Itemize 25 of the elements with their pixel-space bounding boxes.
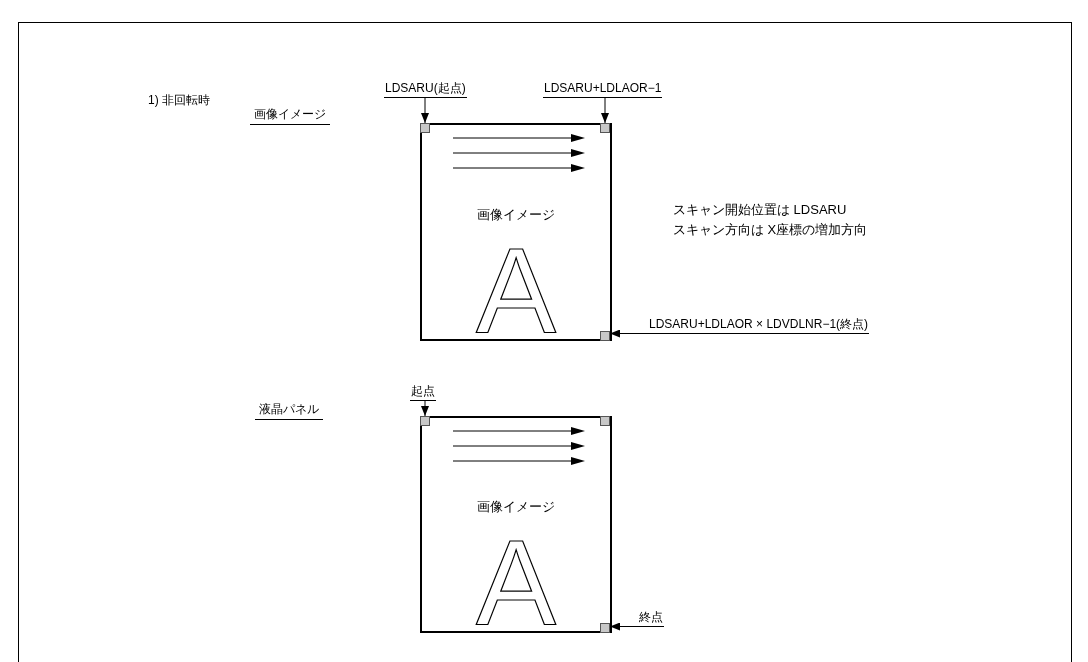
note-text: スキャン方向は X座標の増加方向 <box>673 222 868 237</box>
callout-label: LDSARU(起点) <box>384 81 467 98</box>
view-label: 液晶パネル <box>255 402 323 420</box>
view-label: 画像イメージ <box>250 107 330 125</box>
callout-label: LDSARU+LDLAOR−1 <box>543 81 663 98</box>
corner-marker <box>600 123 610 133</box>
corner-marker <box>600 331 610 341</box>
corner-marker <box>600 623 610 633</box>
corner-marker <box>420 416 430 426</box>
leader-arrow <box>421 97 429 124</box>
callout-label: 終点 <box>638 610 664 627</box>
image-caption: 画像イメージ <box>476 205 556 224</box>
leader-arrow <box>421 400 429 417</box>
image-frame <box>420 416 612 633</box>
corner-marker <box>420 123 430 133</box>
outlined-letter: A <box>476 522 556 643</box>
corner-marker <box>600 416 610 426</box>
section-heading: 1) 非回転時 <box>148 93 210 108</box>
note-text: スキャン開始位置は LDSARU <box>673 202 847 217</box>
image-frame <box>420 123 612 341</box>
callout-label: LDSARU+LDLAOR × LDVDLNR−1(終点) <box>648 317 870 334</box>
leader-arrow <box>601 97 609 124</box>
outlined-letter: A <box>476 229 556 350</box>
image-caption: 画像イメージ <box>476 498 556 517</box>
callout-label: 起点 <box>410 384 436 401</box>
